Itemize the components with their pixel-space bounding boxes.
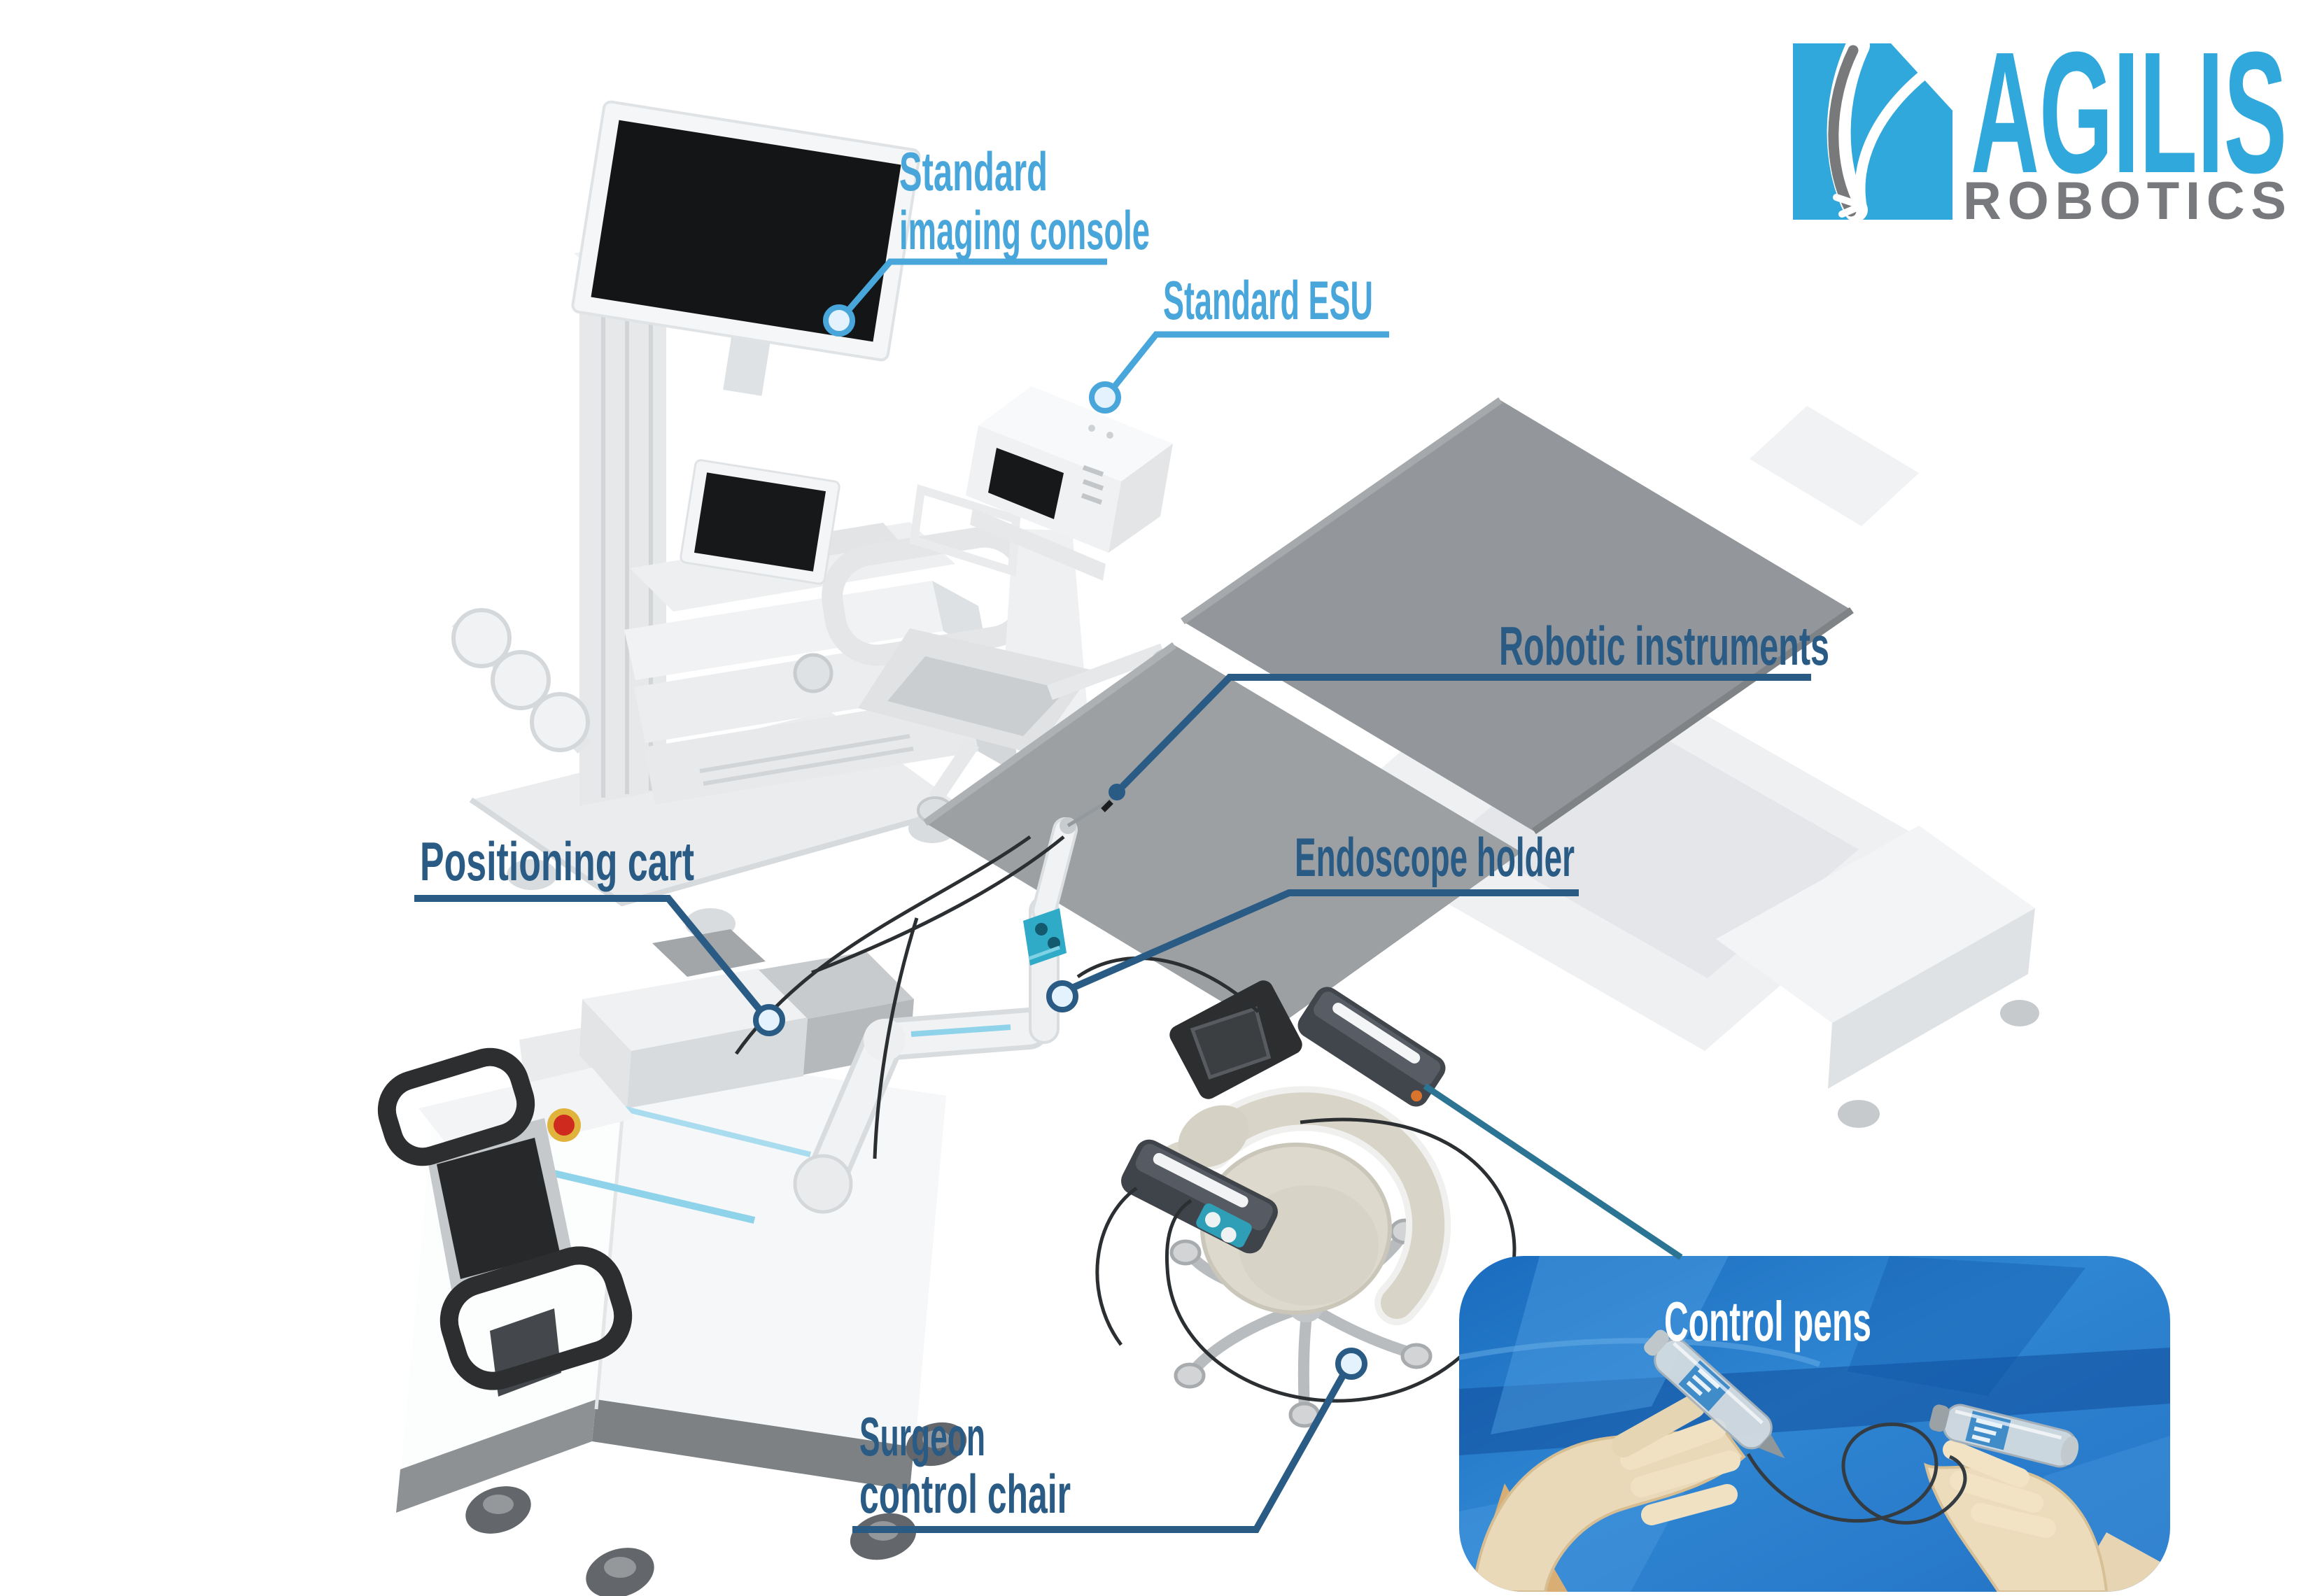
main-monitor	[571, 100, 921, 362]
main-monitor-screen	[591, 120, 901, 342]
control-pen-right	[1929, 1404, 2079, 1468]
instrument-tip	[1101, 800, 1113, 812]
marker-imaging-console	[823, 304, 855, 337]
endoscope-swoosh-icon	[1855, 67, 1932, 211]
pen-tether-cable	[1746, 1422, 1967, 1525]
logo-subtitle-text: ROBOTICS	[1963, 171, 2286, 231]
secondary-monitor	[680, 459, 840, 585]
chair-backrest	[1195, 1092, 1445, 1319]
esu-tray-bin	[887, 656, 1067, 736]
marker-endoscope-holder	[1046, 980, 1078, 1012]
cart-touchscreen	[437, 1138, 560, 1279]
endoscope-holder-arm	[1023, 796, 1116, 1044]
chair-headrest	[1178, 1105, 1249, 1168]
leader-control-pens	[1423, 1083, 1683, 1260]
inset-title: Control pens	[1664, 1290, 1871, 1353]
leader-surgeon-chair	[852, 1372, 1347, 1533]
marker-esu	[1089, 381, 1121, 414]
arm-elbow-joint	[864, 1019, 906, 1061]
table-head-plate	[1750, 406, 1919, 526]
docked-pen-left	[1153, 1152, 1248, 1208]
imaging-console-cart	[451, 100, 1040, 939]
right-hand	[1924, 1440, 2170, 1592]
positioning-cart	[377, 929, 1050, 1596]
leader-lines	[414, 258, 1811, 1533]
control-pens-inset: Control pens	[1459, 1256, 2170, 1592]
instrument-shaft	[1067, 796, 1116, 828]
arm-light-strip	[910, 1024, 1011, 1037]
docked-pen-right	[1332, 1003, 1421, 1064]
cart-body-right	[596, 1048, 946, 1458]
instrument-drive-units	[519, 929, 914, 1108]
console-base-edge	[469, 797, 964, 907]
monitor-mount	[723, 326, 772, 396]
table-pad-lower	[925, 645, 1521, 1031]
label-esu: Standard ESU	[1163, 269, 1373, 331]
endoscope-clamp	[1023, 908, 1067, 966]
label-imaging-console-line2: imaging console	[899, 199, 1150, 261]
emergency-stop-button	[554, 1115, 575, 1136]
annotation-labels: Standard imaging console Standard ESU Ro…	[420, 141, 1829, 1525]
table-caster	[2000, 1000, 2039, 1026]
armrest-left	[1121, 1139, 1278, 1254]
marker-robotic-instruments	[1109, 784, 1125, 800]
positioning-arm	[793, 1008, 1050, 1214]
esu-screen	[988, 448, 1064, 519]
armrest-right	[1297, 987, 1446, 1107]
label-imaging-console-line1: Standard	[899, 141, 1048, 202]
secondary-monitor-screen	[694, 472, 826, 572]
cart-handle-side	[439, 1246, 633, 1390]
surgeon-control-chair	[1121, 980, 1451, 1428]
operating-table	[923, 397, 2039, 1128]
marker-positioning-cart	[753, 1004, 785, 1036]
agilis-robotics-logo: AGILIS ROBOTICS	[1793, 16, 2287, 231]
leader-positioning-cart	[414, 895, 764, 1015]
esu-basket	[909, 484, 1021, 577]
leader-esu	[1109, 331, 1389, 393]
esu-buttons	[1081, 465, 1104, 505]
label-positioning-cart: Positioning cart	[420, 831, 694, 892]
foot-pedal	[1169, 980, 1302, 1099]
table-pedestal	[1716, 826, 2035, 1023]
leader-endoscope-holder	[1070, 889, 1579, 991]
control-pen-left	[1644, 1329, 1785, 1459]
logo-brand-text: AGILIS	[1971, 16, 2287, 209]
left-hand	[1470, 1394, 1746, 1592]
cart-handle-front	[377, 1047, 535, 1166]
leader-robotic-instruments	[1120, 674, 1811, 789]
marker-surgeon-chair	[1335, 1348, 1367, 1380]
table-caster	[1838, 1100, 1880, 1128]
arm-shoulder-joint	[793, 1154, 853, 1214]
label-endoscope-holder: Endoscope holder	[1295, 826, 1575, 888]
label-surgeon-chair-line2: control chair	[859, 1463, 1071, 1525]
endoscope-curve-gray-icon	[1828, 45, 1859, 217]
label-surgeon-chair-line1: Surgeon	[859, 1406, 985, 1467]
label-robotic-instruments: Robotic instruments	[1499, 615, 1829, 677]
cup-holders	[451, 608, 590, 752]
esu-generator	[966, 386, 1173, 581]
leader-imaging-console	[844, 258, 1107, 314]
